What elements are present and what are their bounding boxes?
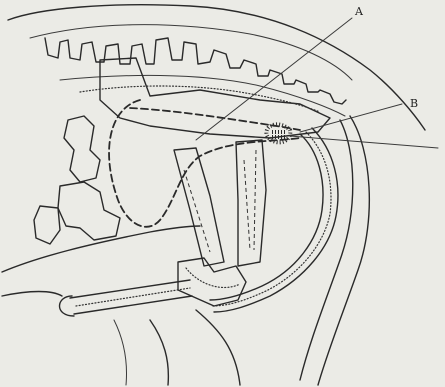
lower-contour-3 <box>114 320 127 385</box>
chin-curve <box>2 292 62 297</box>
rod-knob <box>60 296 75 316</box>
vertebra-upper <box>64 116 100 182</box>
bar-left <box>174 148 224 266</box>
label-b: B <box>410 98 418 109</box>
tube-outer <box>210 134 323 300</box>
dashed-loop <box>109 100 300 227</box>
rod-dots <box>76 288 190 306</box>
lower-contour <box>150 320 168 385</box>
bar-right-dash <box>244 150 256 250</box>
label-a: A <box>355 6 363 17</box>
lower-contour-2 <box>196 310 240 385</box>
skull-outline <box>8 5 425 130</box>
bar-right <box>236 140 266 266</box>
leader-line-b <box>300 104 402 132</box>
vertebra-middle <box>58 182 120 240</box>
maxilla-plate <box>100 58 330 138</box>
palate-line <box>60 75 345 116</box>
upper-teeth <box>45 38 346 104</box>
neck-curve-right <box>300 120 353 380</box>
mandible-line <box>2 226 200 272</box>
leader-line-c <box>290 136 438 148</box>
rod-upper <box>70 280 190 298</box>
tube-hatching <box>212 132 331 306</box>
rod-lower <box>74 296 192 314</box>
skull-inner-contour <box>30 25 352 80</box>
joint-cluster <box>178 258 246 306</box>
vertebra-lower <box>34 206 60 244</box>
